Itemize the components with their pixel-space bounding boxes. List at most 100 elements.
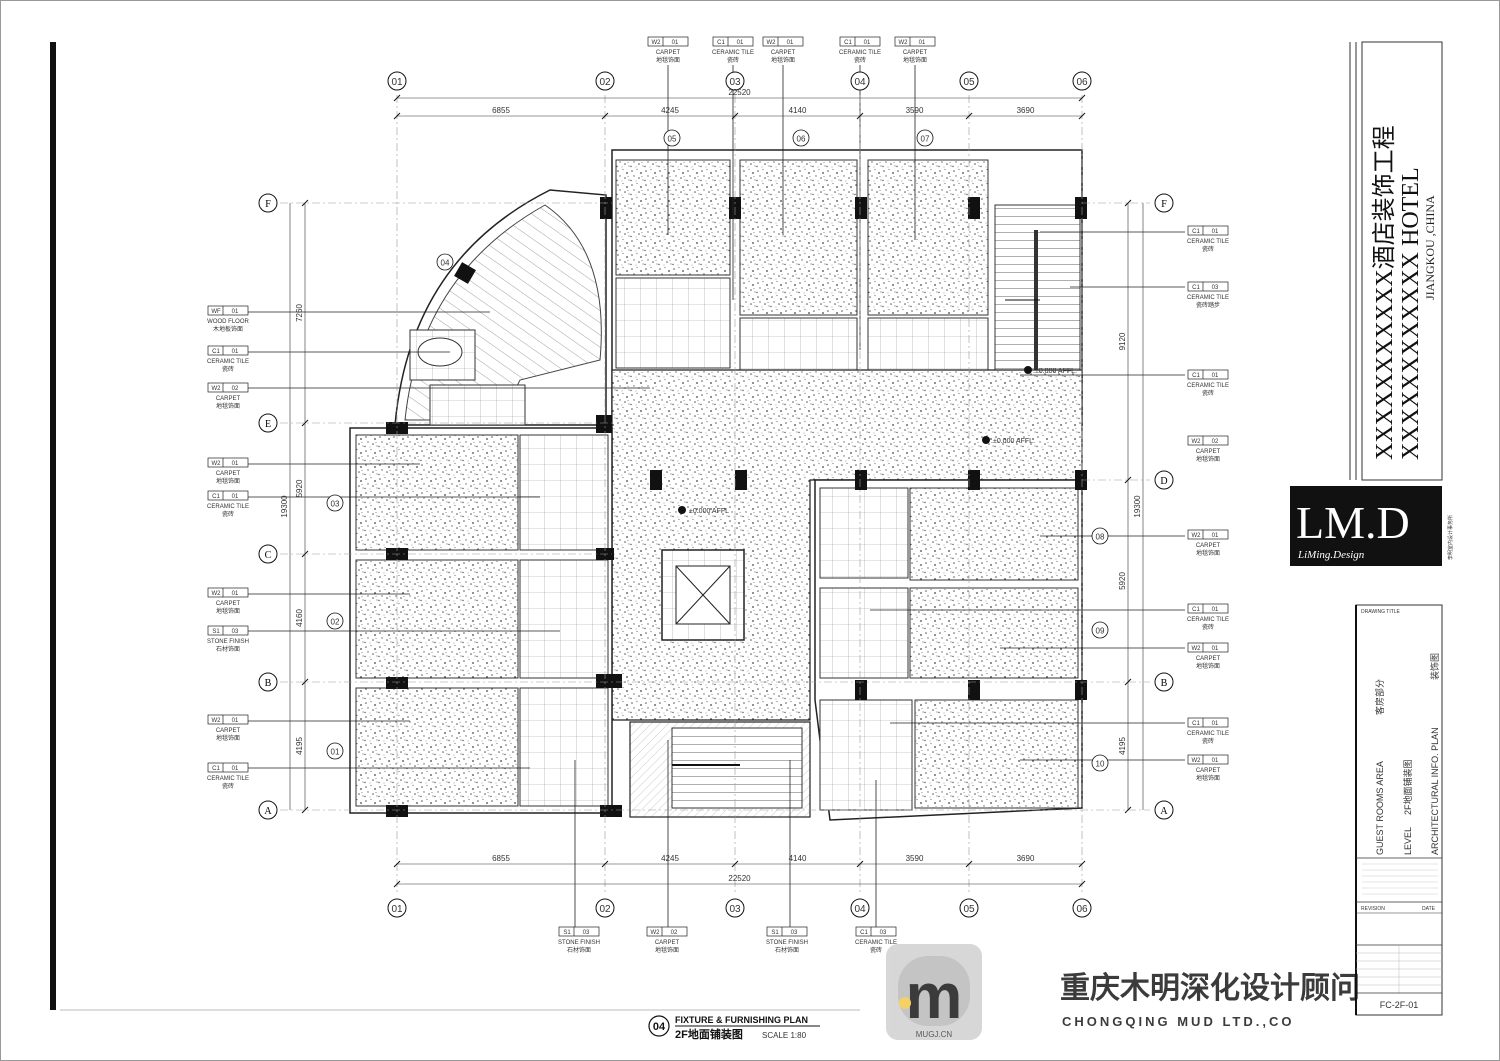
- watermark-logo-letter: m: [906, 960, 963, 1032]
- company-logo: LM.D: [1296, 497, 1410, 548]
- callout-top-2-cn: 地毯饰面: [771, 56, 795, 64]
- level-en: LEVEL: [1403, 827, 1413, 855]
- callout-left-4-num: 01: [232, 494, 239, 500]
- grid-label-col-02-bottom: 02: [599, 904, 611, 915]
- dim-bottom-tick-0: [393, 860, 401, 868]
- callout-right-2-code: C1: [1192, 373, 1200, 379]
- room-label-06: 06: [797, 135, 806, 144]
- callout-bottom-0-box: [558, 926, 600, 937]
- room-bubble-08: [1091, 527, 1109, 545]
- callout-bottom-3-cn: 瓷砖: [870, 946, 882, 954]
- room-bubble-03: [326, 494, 344, 512]
- dim-bottom-text-4: 3690: [1017, 854, 1035, 863]
- room-06-carpet: [739, 159, 858, 316]
- callout-top-4-en: CARPET: [903, 50, 928, 56]
- callout-right-7-num: 01: [1212, 721, 1219, 727]
- grid-label-row-D-right: D: [1160, 476, 1167, 487]
- room-02-carpet: [355, 559, 519, 679]
- level-cn: 2F地面铺装图: [1402, 759, 1413, 815]
- grid-bubble-col-05-top: [959, 71, 979, 91]
- callout-right-2-cn: 瓷砖: [1202, 389, 1214, 397]
- room-bubble-07: [916, 129, 934, 147]
- callout-left-0-box: [207, 305, 249, 316]
- callout-right-5-en: CERAMIC TILE: [1187, 617, 1229, 623]
- room-label-03: 03: [331, 500, 340, 509]
- dim-left-tick-3: [301, 678, 309, 686]
- dim-bottom-total-tick-0: [393, 880, 401, 888]
- grid-label-row-F-left: F: [265, 199, 271, 210]
- dim-left-tick-2: [301, 550, 309, 558]
- dim-top-tick-4: [965, 112, 973, 120]
- callout-right-8-code: W2: [1192, 758, 1202, 764]
- callout-left-0-en: WOOD FLOOR: [207, 319, 249, 325]
- grid-bubble-row-B-left: [258, 672, 278, 692]
- callout-right-7-box: [1187, 717, 1229, 728]
- dim-top-total-tick-1: [1078, 94, 1086, 102]
- watermark: m MUGJ.CN 重庆木明深化设计顾问 CHONGQING MUD LTD.,…: [886, 944, 1360, 1040]
- floor-plan: ±0.000 AFFL ±0.000 AFFL ±0.000 AFFL: [245, 65, 1185, 930]
- grid-bubble-row-B-right: [1154, 672, 1174, 692]
- callout-right-1-en: CERAMIC TILE: [1187, 295, 1229, 301]
- dim-top-total-tick-0: [393, 94, 401, 102]
- callout-right-7-cn: 瓷砖: [1202, 737, 1214, 745]
- callout-top-1-en: CERAMIC TILE: [712, 50, 754, 56]
- dim-left-total-text: 19300: [280, 495, 289, 518]
- callout-right-2-box: [1187, 369, 1229, 380]
- callout-top-1-code: C1: [717, 40, 725, 46]
- callout-left-6-en: STONE FINISH: [207, 639, 249, 645]
- room-label-07: 07: [921, 135, 930, 144]
- affl-label-3: ±0.000 AFFL: [689, 508, 729, 515]
- grid-label-col-05-bottom: 05: [963, 904, 975, 915]
- grid-label-col-02-top: 02: [599, 77, 611, 88]
- dim-top-tick-2: [731, 112, 739, 120]
- callout-left-8-code: C1: [212, 766, 220, 772]
- room-label-04: 04: [441, 259, 450, 268]
- company-logo-side: 李明室内设计事务所: [1447, 515, 1454, 560]
- callout-left-8-num: 01: [232, 766, 239, 772]
- callout-left-7-code: W2: [212, 718, 222, 724]
- grid-bubble-col-04-top: [850, 71, 870, 91]
- callout-left-5-code: W2: [212, 591, 222, 597]
- callout-right-8-num: 01: [1212, 758, 1219, 764]
- callout-right-8-box: [1187, 754, 1229, 765]
- callout-left-8-box: [207, 762, 249, 773]
- callout-bottom-0-en: STONE FINISH: [558, 940, 600, 946]
- grid-label-col-03-top: 03: [729, 77, 741, 88]
- grid-bubble-col-06-bottom: [1072, 898, 1092, 918]
- callout-left-7-en: CARPET: [216, 728, 241, 734]
- dim-top-tick-0: [393, 112, 401, 120]
- drawing-title-en: FIXTURE & FURNISHING PLAN: [675, 1015, 808, 1025]
- grid-bubble-row-E-left: [258, 413, 278, 433]
- grid-bubble-row-A-right: [1154, 800, 1174, 820]
- dim-bottom-text-1: 4245: [661, 854, 679, 863]
- callout-left-3-en: CARPET: [216, 471, 241, 477]
- dim-bottom-tick-1: [601, 860, 609, 868]
- callout-left-8-en: CERAMIC TILE: [207, 776, 249, 782]
- callout-right-4-code: W2: [1192, 533, 1202, 539]
- callout-bottom-0-num: 03: [583, 930, 590, 936]
- grid-label-row-F-right: F: [1161, 199, 1167, 210]
- callout-bottom-3-en: CERAMIC TILE: [855, 940, 897, 946]
- area-en: GUEST ROOMS AREA: [1375, 761, 1385, 855]
- dim-left-tick-1: [301, 419, 309, 427]
- callout-right-4-box: [1187, 529, 1229, 540]
- grid-lines: [280, 95, 1150, 893]
- info-en: ARCHITECTURAL INFO. PLAN: [1430, 727, 1440, 855]
- grid-label-col-01-bottom: 01: [391, 904, 403, 915]
- dim-bottom-text-0: 6855: [492, 854, 510, 863]
- dim-top-text-3: 3590: [906, 106, 924, 115]
- dim-left-text-3: 4195: [295, 737, 304, 755]
- grid-label-row-B-left: B: [265, 678, 272, 689]
- callout-top-3-en: CERAMIC TILE: [839, 50, 881, 56]
- project-location: JIANGKOU ,CHINA: [1423, 195, 1437, 300]
- callout-top-1-num: 01: [737, 40, 744, 46]
- callout-right-7-en: CERAMIC TILE: [1187, 731, 1229, 737]
- callout-bottom-3-box: [855, 926, 897, 937]
- grid-label-row-C-left: C: [265, 550, 272, 561]
- grid-bubble-col-05-bottom: [959, 898, 979, 918]
- grid-label-row-E-left: E: [265, 419, 271, 430]
- grid-bubble-row-F-left: [258, 193, 278, 213]
- watermark-text-cn: 重庆木明深化设计顾问: [1060, 972, 1360, 1005]
- project-name-cn: XXXXXXXXXXX酒店装饰工程: [1371, 125, 1398, 460]
- grid-bubble-row-D-right: [1154, 470, 1174, 490]
